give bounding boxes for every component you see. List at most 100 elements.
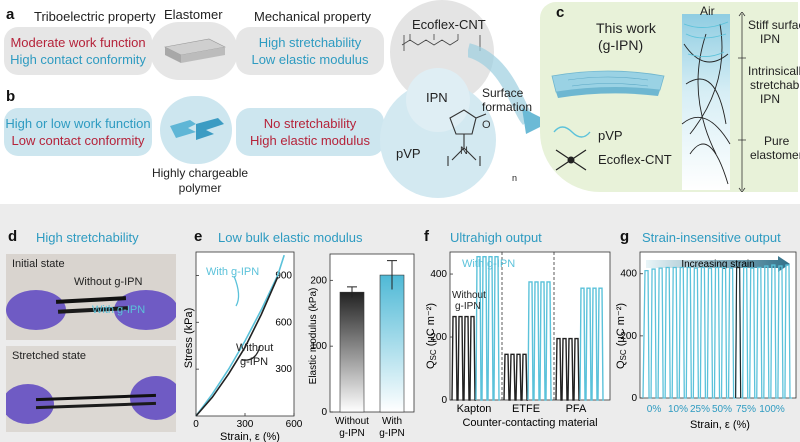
- f-trace-without: [555, 337, 580, 401]
- b-left-box: High or low work function Low contact co…: [4, 108, 152, 156]
- f-ytick-label: 400: [430, 269, 447, 280]
- g-trace-reference: [735, 266, 742, 399]
- layer-stretchable-ipn: IPN: [760, 92, 781, 106]
- modulus-errorbar: [387, 260, 397, 290]
- polymer-bubble: [160, 96, 232, 164]
- panel-g-title: Strain-insensitive output: [642, 230, 781, 245]
- f-with-label: With g-IPN: [462, 258, 516, 270]
- f-trace-with: [475, 256, 500, 401]
- stress-xtick-label: 0: [193, 419, 199, 430]
- layer-stretchable: stretchable: [750, 78, 800, 92]
- g-ytick-label: 200: [620, 331, 637, 342]
- f-trace-with: [527, 281, 552, 401]
- panel-label-f: f: [424, 228, 429, 245]
- g-trace-with: [642, 264, 792, 399]
- g-xtick-label: 25%: [690, 404, 710, 415]
- panel-c-background: [540, 2, 798, 192]
- g-xtick-label: 100%: [759, 404, 785, 415]
- layer-pure: Pure: [764, 134, 790, 148]
- layer-elastomer: elastomer: [750, 148, 800, 162]
- stress-without-label1: Without: [236, 342, 274, 354]
- this-work-title: This work: [596, 20, 656, 36]
- a-right-box: High stretchability Low elastic modulus: [236, 27, 384, 75]
- f-x-axis-label: Counter-contacting material: [462, 417, 597, 429]
- mechanical-title: Mechanical property: [254, 9, 372, 24]
- g-x-axis-label: Strain, ε (%): [690, 419, 750, 431]
- g-ytick-label: 0: [631, 393, 637, 404]
- without-g-ipn-photo-label: Without g-IPN: [74, 276, 143, 288]
- modulus-ytick-label: 100: [310, 341, 327, 352]
- f-trace-with: [579, 287, 604, 401]
- a-right-line1: High stretchability: [258, 35, 362, 50]
- ecoflex-legend-icon: [555, 149, 587, 171]
- stress-ytick-label: 900: [275, 270, 292, 281]
- f-trace-without: [451, 315, 476, 401]
- pvp-legend-icon: [553, 126, 591, 138]
- stress-xtick-label: 300: [237, 419, 254, 430]
- stress-plot-area: [195, 251, 295, 417]
- modulus-axis-label: Elastic modulus (kPa): [308, 288, 319, 385]
- strain-axis-label: Strain, ε (%): [220, 431, 280, 442]
- stress-ytick-label: 600: [275, 317, 292, 328]
- f-cat-kapton: Kapton: [457, 403, 492, 415]
- a-left-box: Moderate work function High contact conf…: [4, 27, 152, 75]
- svg-text:O: O: [482, 119, 491, 131]
- stretched-state-illustration: [2, 376, 182, 424]
- ipn-label: IPN: [426, 90, 448, 105]
- f-cat-etfe: ETFE: [512, 403, 540, 415]
- surface-label: Surface: [482, 86, 524, 100]
- f-ytick-label: 200: [430, 332, 447, 343]
- initial-state-label: Initial state: [12, 258, 65, 270]
- svg-text:N: N: [460, 145, 468, 157]
- molecule-illustration: O N: [380, 0, 496, 198]
- f-cat-pfa: PFA: [566, 403, 587, 415]
- modulus-ytick-label: 0: [321, 407, 327, 418]
- elastomer-block-icon: [164, 38, 226, 63]
- without-annotation-arrow: [241, 345, 261, 361]
- panel-label-e: e: [194, 228, 203, 245]
- g-xtick-label: 10%: [668, 404, 688, 415]
- panel-d-title: High stretchability: [36, 230, 139, 245]
- b-right-line1: No stretchability: [263, 116, 357, 131]
- modulus-bar-with: [379, 274, 405, 413]
- a-right-line2: Low elastic modulus: [251, 52, 369, 67]
- b-left-line2: Low contact conformity: [11, 133, 145, 148]
- layer-stiff-ipn: IPN: [760, 32, 781, 46]
- bar-cat1-line1: Without: [335, 416, 369, 427]
- g-y-axis-label: QSC (μC m⁻²): [615, 303, 628, 369]
- modulus-bar-without: [339, 291, 365, 413]
- cross-section-illustration: [681, 14, 731, 190]
- initial-state-illustration: [6, 290, 178, 330]
- formation-label: formation: [482, 100, 533, 114]
- air-label: Air: [700, 4, 715, 18]
- bar-cat2-line2: g-IPN: [379, 428, 405, 439]
- g-xtick-label: 50%: [712, 404, 732, 415]
- layer-intrinsically: Intrinsically: [748, 64, 800, 78]
- stretched-state-photo: [2, 346, 182, 432]
- stress-series-with: [195, 254, 285, 417]
- b-left-line1: High or low work function: [5, 116, 151, 131]
- layer-stiff-surface: Stiff surface: [748, 18, 800, 32]
- f-ytick-label: 0: [441, 395, 447, 406]
- chem-subscript-n: n: [512, 173, 518, 183]
- stress-axis-label: Stress (kPa): [183, 308, 195, 369]
- legend-ecoflex: Ecoflex-CNT: [598, 152, 672, 167]
- legend-pvp: pVP: [598, 128, 623, 143]
- stress-ytick-label: 300: [275, 364, 292, 375]
- ecoflex-cnt-label: Ecoflex-CNT: [412, 17, 486, 32]
- panel-label-a: a: [6, 6, 15, 23]
- a-left-line2: High contact conformity: [10, 52, 146, 67]
- polymer-caption2: polymer: [178, 181, 222, 195]
- stress-series-without: [195, 276, 279, 417]
- panel-label-b: b: [6, 88, 16, 105]
- stress-with-label: With g-IPN: [206, 266, 260, 278]
- f-without-label1: Without: [452, 290, 486, 301]
- modulus-ytick-label: 200: [310, 275, 327, 286]
- g-ipn-title: (g-IPN): [598, 37, 644, 53]
- g-xtick-label: 0%: [647, 404, 662, 415]
- panel-label-d: d: [8, 228, 18, 245]
- g-xtick-label: 75%: [736, 404, 756, 415]
- stress-without-label2: g-IPN: [240, 356, 269, 368]
